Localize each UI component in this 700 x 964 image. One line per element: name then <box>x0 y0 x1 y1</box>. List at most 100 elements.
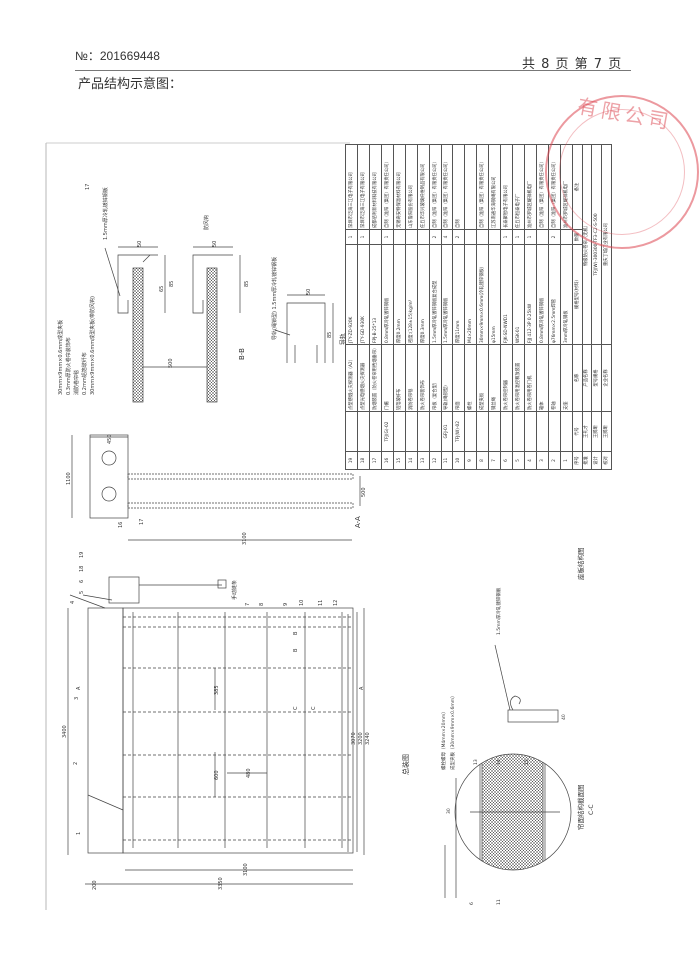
bom-cell: FJK-SD-NWD1 <box>500 244 513 345</box>
bom-cell: 厚度0.3mm <box>417 244 430 345</box>
bom-cell <box>488 229 501 245</box>
bom-cell: 5 <box>512 451 525 470</box>
bom-cell: 2 <box>548 229 561 245</box>
dim-3400: 3400 <box>62 725 68 738</box>
bottom-plate-label: 1.5mm厚冷轧镀锌钢板 <box>495 587 502 635</box>
bb-title: B-B <box>238 348 246 360</box>
dim-65: 65 <box>159 286 165 292</box>
bom-cell: 1.5mm厚冷轧镀锌钢板 <box>441 244 453 345</box>
callout-6: 6 <box>79 580 85 583</box>
bom-cell: 螺栓 <box>464 344 477 412</box>
bom-cell: 淮州市罗城区耀祥机电厂 <box>560 144 573 230</box>
bom-cell: 消防卷帘毯 <box>405 344 418 412</box>
bom-cell: 1 <box>500 229 513 245</box>
cc-bolt-label: 螺栓螺母（M4mm×20mm） <box>440 709 447 770</box>
bom-approval-cell: 批准 <box>582 451 592 470</box>
bom-cell: 淮州市罗城区耀祥机电厂 <box>524 144 537 230</box>
dim-85c: 85 <box>327 332 333 338</box>
aa-dim-1100: 1100 <box>66 472 72 485</box>
bom-cell: 钢丝绳 <box>488 344 501 412</box>
aa-dim-500: 500 <box>361 487 367 497</box>
bom-cell: TFJ(G)-02 <box>381 411 394 452</box>
bottom-plate-dim-40: 40 <box>561 714 567 720</box>
bom-cell: M4×20mm <box>464 244 477 345</box>
bom-cell: 1 <box>512 229 525 245</box>
header-divider <box>75 70 631 71</box>
bom-cell: 防火卷帘控制器 <box>500 344 513 412</box>
cc-clamp-label: 成型夹板（30mm×9mm×0.6mm） <box>449 693 456 770</box>
bom-approval-cell: 设计 <box>591 451 602 470</box>
bom-cell: 1 <box>345 229 358 245</box>
dim-85b: 85 <box>244 281 250 287</box>
bom-cell <box>560 411 573 452</box>
bom-cell: 16 <box>381 451 394 470</box>
bom-cell: FPJ-B-25*13 <box>369 244 382 345</box>
bom-cell <box>393 229 406 245</box>
dim-3200: 3200 <box>358 732 364 745</box>
bom-cell: 4 <box>524 451 537 470</box>
bom-cell <box>417 411 430 452</box>
bom-cell: 7 <box>488 451 501 470</box>
bb-note-5: 30mm×9mm×0.6mm成型夹板(带防风钩) <box>89 296 96 395</box>
callout-7: 7 <box>245 603 251 606</box>
bom-header-cell: 代号 <box>572 411 583 452</box>
bom-cell: 12 <box>429 451 441 470</box>
bom-cell: 6 <box>500 451 513 470</box>
bom-cell: 江苏南通华海钢绳有限公司 <box>488 144 501 230</box>
bom-approval-cell: 王礼才 <box>582 411 592 452</box>
dim-85: 85 <box>169 281 175 287</box>
bom-approval-cell: 特级防火卷帘（无机） <box>582 144 592 345</box>
bom-cell: 自制（淮阳（集团）有限责任公司） <box>429 144 441 230</box>
dim-3350: 3350 <box>218 877 224 890</box>
bom-header-row: 序号代号名称规格型号(材料)数量备注 <box>572 144 583 470</box>
assembly-title: 总装图 <box>401 754 410 775</box>
aa-dim-450: 450 <box>107 434 113 444</box>
bb-note-3: 消防卷帘毯 <box>73 370 80 395</box>
section-mark-c2: C <box>311 706 317 710</box>
section-mark-a2: A <box>359 686 365 690</box>
bom-cell <box>405 411 418 452</box>
callout-12: 12 <box>333 600 339 606</box>
bom-cell: 无锡奇安特保温材料有限公司 <box>393 144 406 230</box>
dim-500: 500 <box>168 358 174 368</box>
bom-approval-cell: 企业名称 <box>601 344 612 412</box>
dim-3240: 3240 <box>365 732 371 745</box>
bom-cell <box>357 411 370 452</box>
bb-note-2: 0.3mm厚防火卷帘装饰布 <box>65 337 72 395</box>
bom-cell: 13 <box>417 451 430 470</box>
bom-cell: 3mm厚冷轧钢板 <box>560 244 573 345</box>
bom-cell: 14 <box>405 451 418 470</box>
cc-part-13: 13 <box>473 759 479 765</box>
bom-cell: 导轨(绳锁型) <box>441 344 453 412</box>
part-17-label: 17 <box>85 184 91 190</box>
bom-cell: 防火卷帘用卷门机 <box>524 344 537 412</box>
section-aa <box>71 434 361 541</box>
bom-cell: 自制（淮阳（集团）有限责任公司） <box>536 144 549 230</box>
cc-title: 帘面结构截面图 <box>576 785 585 831</box>
bom-cell: 自制（淮阳（集团）有限责任公司） <box>548 144 561 230</box>
bom-approval-cell: 型号规格 <box>591 344 602 412</box>
cc-dim-6: 6 <box>469 902 475 905</box>
bom-cell: 1 <box>524 229 537 245</box>
aa-dim-3100: 3100 <box>242 532 248 545</box>
dim-50c: 50 <box>306 289 312 295</box>
assembly-drawing <box>67 576 365 885</box>
bom-cell: 19 <box>345 451 358 470</box>
bom-approval-row: 批准王礼才产品名称特级防火卷帘（无机） <box>582 144 592 470</box>
bom-cell: 17 <box>369 451 382 470</box>
bom-cell: 0.8mm厚冷轧镀锌钢板 <box>536 244 549 345</box>
bom-cell: φ15mm <box>488 244 501 345</box>
bom-cell: 1 <box>357 229 370 245</box>
section-mark-b1: B <box>293 648 299 652</box>
drawing-frame <box>45 142 350 910</box>
bb-note-1: 30mm×9mm×0.6mm成型夹板 <box>57 320 64 395</box>
bom-cell: 点型感烟火灾探测器（A2） <box>345 344 358 412</box>
dim-3100: 3100 <box>243 863 249 876</box>
